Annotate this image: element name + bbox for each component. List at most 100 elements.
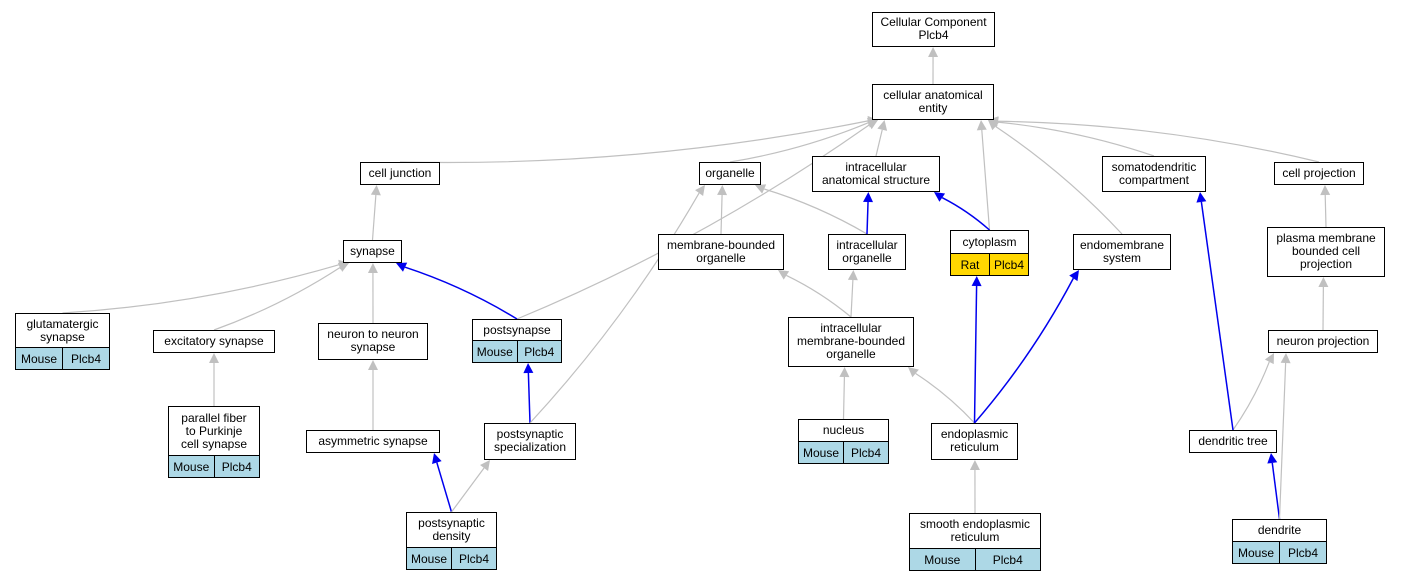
node-label: intracellular organelle	[836, 237, 898, 265]
node-neuron-projection[interactable]: neuron projection	[1268, 330, 1378, 353]
edge-intracellular-membrane-bounded-organelle-to-membrane-bounded-organelle	[786, 274, 852, 318]
node-label: synapse	[350, 243, 395, 258]
edge-membrane-bounded-organelle-to-organelle	[720, 194, 723, 235]
node-label: smooth endoplasmic reticulum	[919, 517, 1031, 544]
node-postsynaptic-specialization[interactable]: postsynaptic specialization	[484, 423, 576, 460]
edge-arrowhead	[847, 270, 858, 281]
gene-badge: Plcb4	[451, 548, 496, 569]
edge-arrowhead	[928, 47, 939, 58]
node-synapse[interactable]: synapse	[343, 240, 402, 263]
edge-dendritic-tree-to-somatodendritic-compartment	[1200, 201, 1234, 431]
edge-cytoplasm-to-intracellular-anatomical-structure	[941, 196, 990, 231]
node-endoplasmic-reticulum[interactable]: endoplasmic reticulum	[931, 423, 1018, 460]
node-cell-projection[interactable]: cell projection	[1274, 162, 1364, 185]
node-cellular-component[interactable]: Cellular Component Plcb4	[872, 12, 995, 47]
node-cellular-anatomical-entity[interactable]: cellular anatomical entity	[872, 84, 994, 120]
node-membrane-bounded-organelle[interactable]: membrane-bounded organelle	[658, 234, 784, 270]
gene-badge: Plcb4	[62, 348, 109, 369]
edge-arrowhead	[976, 120, 987, 131]
species-badge: Mouse	[169, 456, 214, 477]
node-label: cell junction	[368, 165, 432, 180]
edge-dendritic-tree-to-neuron-projection	[1232, 361, 1270, 431]
node-asymmetric-synapse[interactable]: asymmetric synapse	[306, 430, 440, 453]
node-label: intracellular membrane-bounded organelle	[796, 321, 906, 361]
node-label: parallel fiber to Purkinje cell synapse	[180, 410, 248, 451]
gene-badge: Plcb4	[989, 254, 1028, 275]
edge-postsynaptic-density-to-postsynaptic-specialization	[451, 467, 485, 513]
edge-intracellular-anatomical-structure-to-cellular-anatomical-entity	[875, 129, 883, 157]
node-label: cytoplasm	[962, 234, 1017, 249]
species-badge: Mouse	[1233, 542, 1279, 563]
node-organelle[interactable]: organelle	[699, 162, 761, 185]
node-label: organelle	[705, 165, 755, 180]
edge-arrowhead	[370, 185, 381, 196]
edge-arrowhead	[1280, 353, 1291, 364]
node-label: glutamatergic synapse	[26, 316, 99, 344]
edge-arrowhead	[209, 353, 219, 363]
node-label: Cellular Component Plcb4	[880, 15, 987, 42]
edge-endomembrane-system-to-cellular-anatomical-entity	[995, 125, 1123, 235]
node-intracellular-membrane-bounded-organelle[interactable]: intracellular membrane-bounded organelle	[788, 317, 914, 367]
species-badge: Rat	[951, 254, 989, 275]
node-cell-junction[interactable]: cell junction	[360, 162, 440, 185]
edge-arrowhead	[1196, 192, 1207, 203]
node-plasma-membrane-bounded-cell-projection[interactable]: plasma membrane bounded cell projection	[1267, 227, 1385, 277]
node-intracellular-organelle[interactable]: intracellular organelle	[828, 234, 906, 270]
edge-postsynaptic-specialization-to-postsynapse	[527, 372, 531, 424]
node-intracellular-anatomical-structure[interactable]: intracellular anatomical structure	[812, 156, 940, 192]
edge-arrowhead	[1267, 453, 1278, 464]
edge-arrowhead	[969, 460, 980, 471]
node-excitatory-synapse[interactable]: excitatory synapse	[153, 330, 275, 353]
node-label: plasma membrane bounded cell projection	[1276, 231, 1376, 271]
edge-arrowhead	[1069, 270, 1079, 282]
edge-arrowhead	[717, 185, 728, 196]
edge-arrowhead	[337, 262, 349, 272]
node-neuron-to-neuron-synapse[interactable]: neuron to neuron synapse	[318, 323, 428, 360]
node-label: postsynaptic specialization	[493, 427, 567, 454]
edge-glutamatergic-synapse-to-synapse	[62, 264, 340, 314]
edge-arrowhead	[368, 360, 378, 370]
node-label: nucleus	[822, 423, 865, 437]
node-label: endoplasmic reticulum	[940, 427, 1009, 454]
edge-intracellular-membrane-bounded-organelle-to-intracellular-organelle	[850, 279, 854, 318]
gene-badge: Plcb4	[974, 549, 1040, 570]
node-label: dendrite	[1257, 523, 1302, 537]
edge-arrowhead	[480, 460, 490, 472]
node-label: endomembrane system	[1079, 237, 1165, 265]
node-dendritic-tree[interactable]: dendritic tree	[1189, 430, 1277, 453]
node-label: cell projection	[1282, 165, 1356, 180]
node-endomembrane-system[interactable]: endomembrane system	[1073, 234, 1171, 270]
edge-postsynaptic-density-to-asymmetric-synapse	[436, 462, 453, 513]
edge-arrowhead	[523, 363, 534, 374]
edge-arrowhead	[1318, 277, 1329, 288]
edge-arrowhead	[908, 367, 919, 378]
edge-endoplasmic-reticulum-to-cytoplasm	[973, 285, 978, 424]
edge-dendrite-to-neuron-projection	[1278, 362, 1287, 520]
edge-postsynapse-to-cellular-anatomical-entity	[516, 124, 870, 320]
edge-somatodendritic-compartment-to-cellular-anatomical-entity	[997, 121, 1155, 157]
node-somatodendritic-compartment[interactable]: somatodendritic compartment	[1102, 156, 1206, 192]
node-label: postsynapse	[483, 322, 551, 337]
gene-badge: Plcb4	[213, 456, 259, 477]
species-badge: Mouse	[799, 442, 843, 463]
node-label: somatodendritic compartment	[1111, 159, 1197, 187]
edge-plasma-membrane-bounded-cell-projection-to-cell-projection	[1324, 194, 1327, 228]
node-label: dendritic tree	[1198, 433, 1268, 448]
edge-arrowhead	[755, 184, 767, 194]
node-label: cellular anatomical entity	[883, 87, 983, 115]
edge-arrowhead	[1320, 185, 1331, 196]
